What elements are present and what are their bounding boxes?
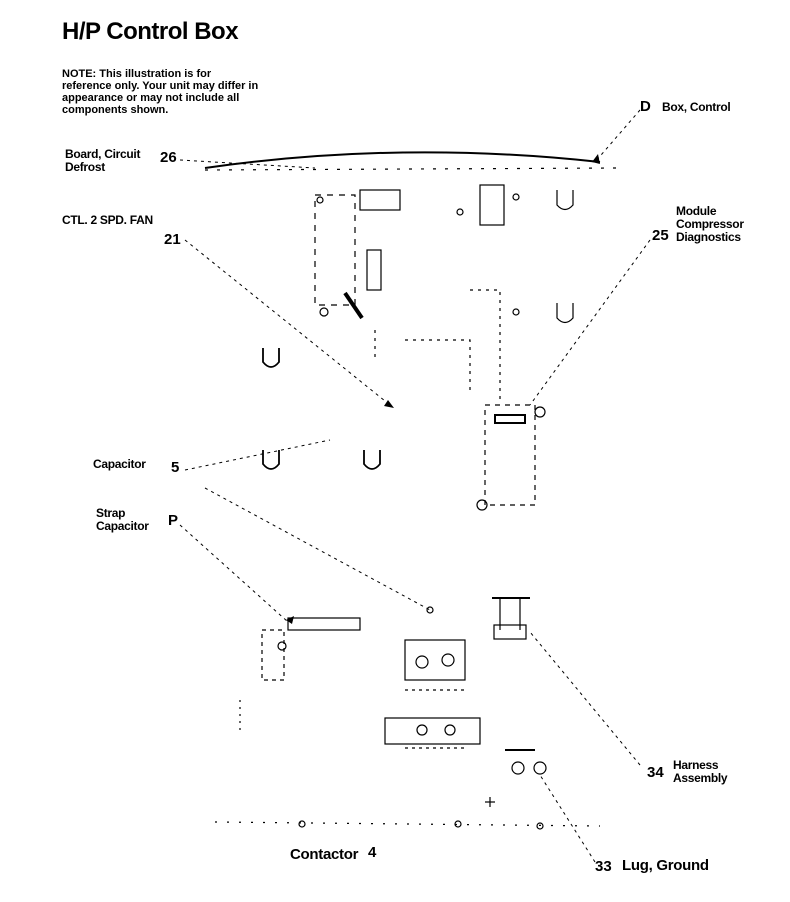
leader-lines <box>179 109 651 863</box>
callout-25-label-1: Module <box>676 204 717 218</box>
callout-26-label-1: Board, Circuit <box>65 147 141 161</box>
callout-34-number: 34 <box>647 764 664 781</box>
reference-note: NOTE: This illustration is for reference… <box>62 68 259 116</box>
contactor-part <box>384 606 481 749</box>
callout-21-number: 21 <box>164 231 181 248</box>
wiring-traces <box>374 289 501 400</box>
capacitor-strap-part <box>239 617 361 730</box>
callout-34-label-2: Assembly <box>673 771 728 785</box>
callout-4-number: 4 <box>368 844 377 861</box>
callout-33-label: Lug, Ground <box>622 857 709 874</box>
callout-25-number: 25 <box>652 227 669 244</box>
callout-d-label: Box, Control <box>662 100 731 114</box>
callout-21-label: CTL. 2 SPD. FAN <box>62 213 153 227</box>
callout-p-label-1: Strap <box>96 506 126 520</box>
ground-lug-part <box>485 749 547 807</box>
compressor-module-part <box>476 404 546 511</box>
callout-5-label: Capacitor <box>93 457 146 471</box>
defrost-board-part <box>314 189 401 320</box>
callout-25-label-3: Diagnostics <box>676 230 741 244</box>
page-title: H/P Control Box <box>62 18 239 45</box>
harness-part <box>492 597 530 640</box>
callout-4-label: Contactor <box>290 846 359 863</box>
hook-clips <box>262 348 381 470</box>
callout-d-number: D <box>640 98 651 115</box>
upper-right-bracket-part <box>456 184 574 324</box>
callout-33-number: 33 <box>595 858 612 875</box>
callout-26-label-2: Defrost <box>65 160 105 174</box>
callout-26-number: 26 <box>160 149 177 166</box>
callout-p-label-2: Capacitor <box>96 519 149 533</box>
box-top-edge <box>204 151 601 169</box>
callout-34-label-1: Harness <box>673 758 719 772</box>
callout-p-number: P <box>168 512 179 529</box>
box-top-edge-lower <box>204 167 621 171</box>
box-bottom-edge <box>214 821 601 827</box>
callout-5-number: 5 <box>171 459 180 476</box>
callout-25-label-2: Compressor <box>676 217 744 231</box>
